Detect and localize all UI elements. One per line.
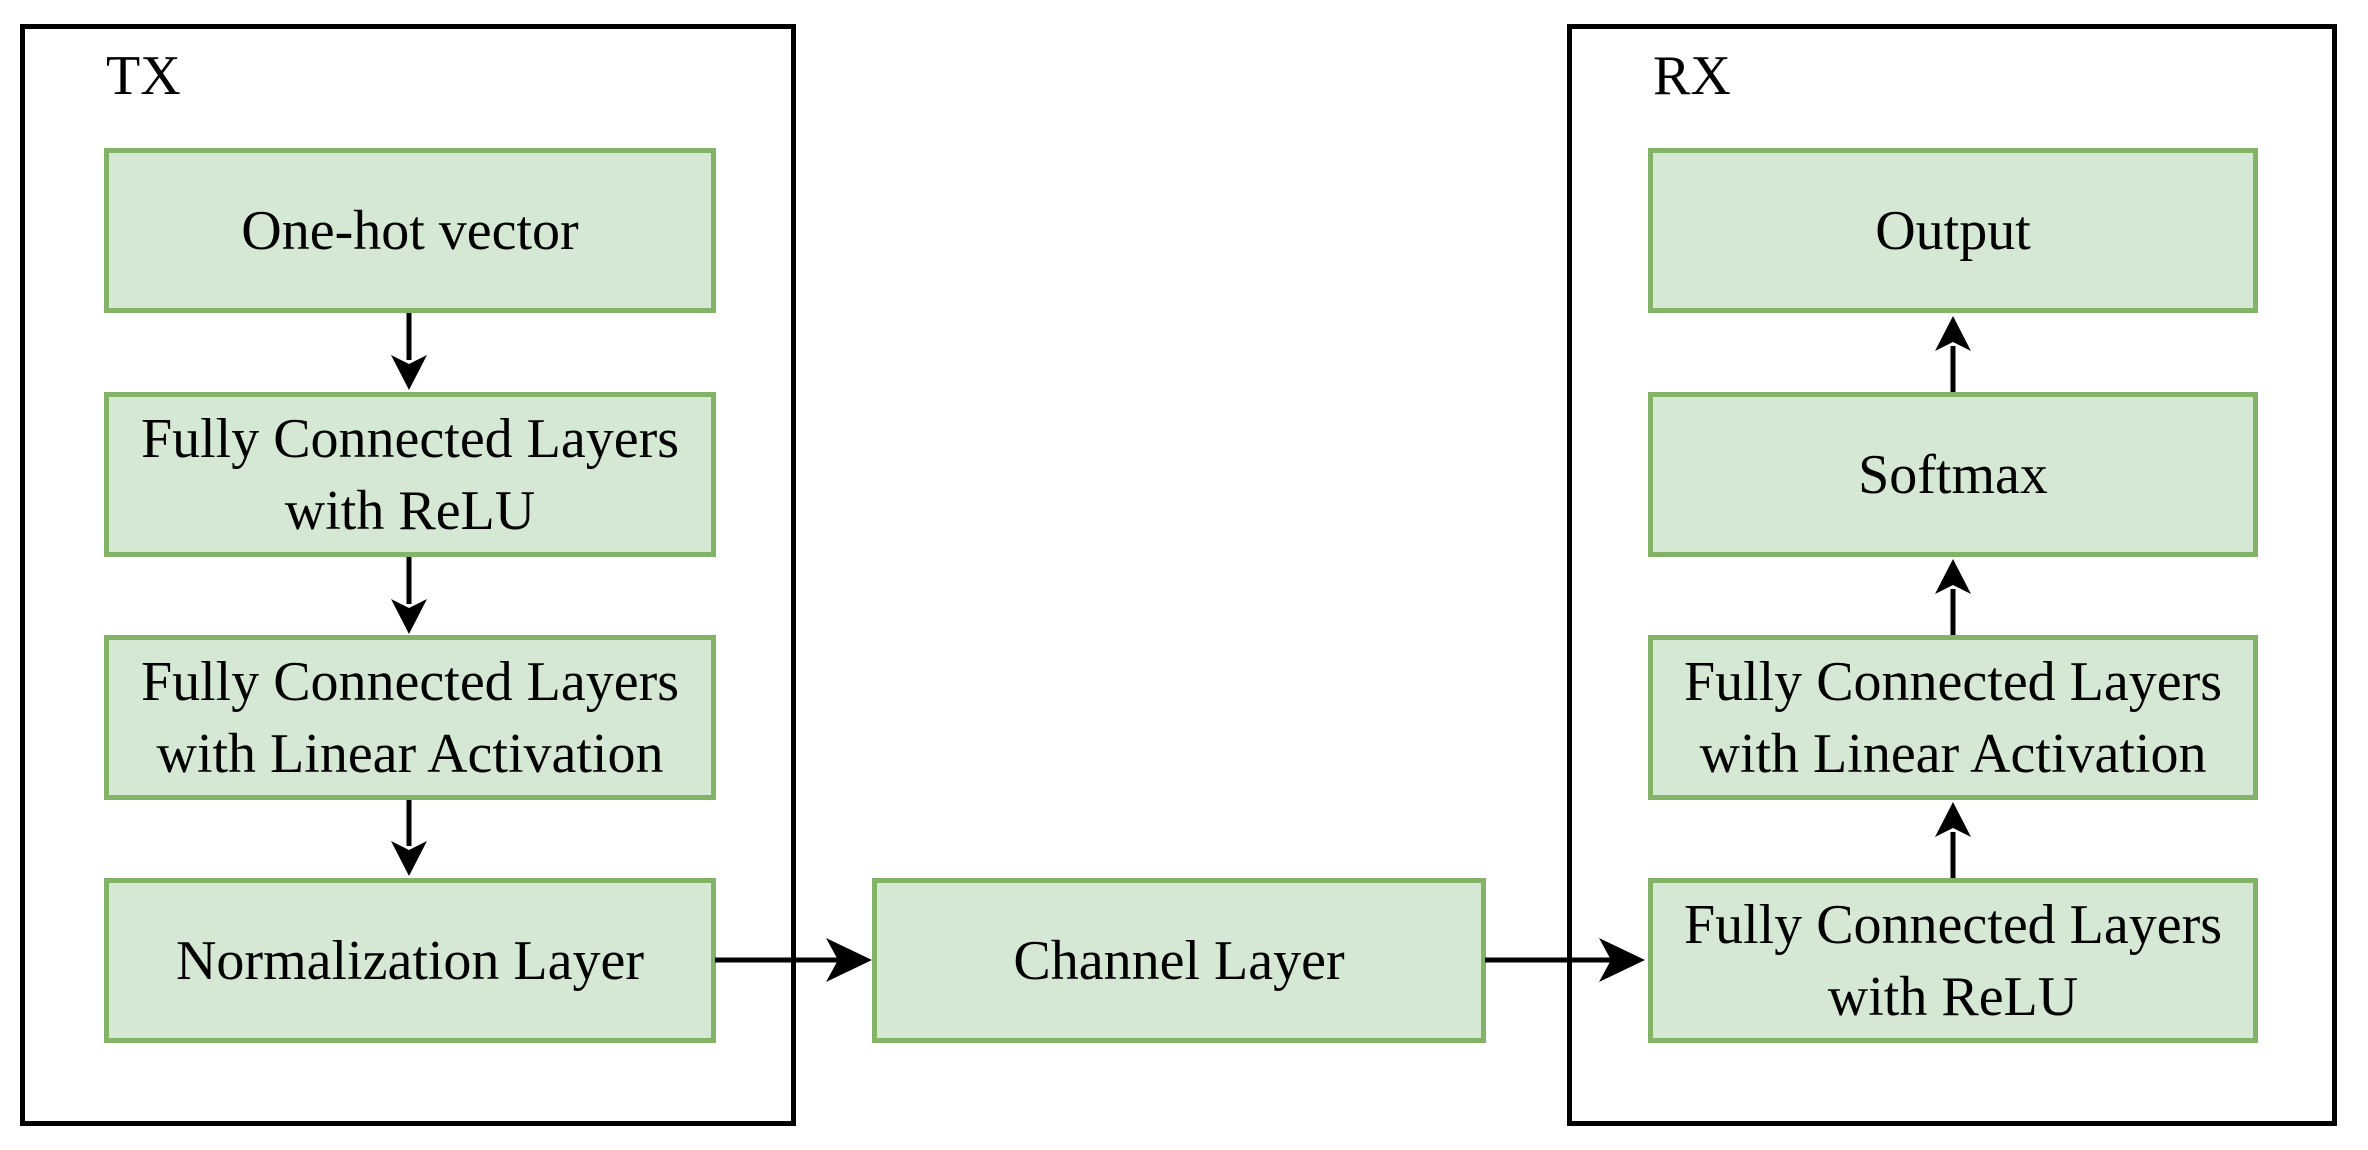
box-label: Normalization Layer bbox=[175, 929, 644, 992]
tx-container bbox=[20, 24, 796, 1126]
box-channel-layer: Channel Layer bbox=[872, 878, 1486, 1043]
box-label: Softmax bbox=[1858, 443, 2048, 506]
box-label-line1: Fully Connected Layers bbox=[140, 650, 680, 713]
box-label-line2: with Linear Activation bbox=[156, 722, 664, 785]
box-rx-fc-relu: Fully Connected Layers with ReLU bbox=[1648, 878, 2258, 1043]
box-tx-fc-relu: Fully Connected Layers with ReLU bbox=[104, 392, 716, 557]
box-output: Output bbox=[1648, 148, 2258, 313]
rx-container bbox=[1567, 24, 2337, 1126]
box-label-line2: with ReLU bbox=[284, 479, 536, 542]
box-tx-fc-linear: Fully Connected Layers with Linear Activ… bbox=[104, 635, 716, 800]
box-label-line1: Fully Connected Layers bbox=[1683, 893, 2223, 956]
box-normalization-layer: Normalization Layer bbox=[104, 878, 716, 1043]
box-label: Channel Layer bbox=[1013, 929, 1345, 992]
box-label-line2: with Linear Activation bbox=[1699, 722, 2207, 785]
tx-label: TX bbox=[106, 45, 181, 107]
box-softmax: Softmax bbox=[1648, 392, 2258, 557]
box-label: One-hot vector bbox=[241, 199, 579, 262]
box-label: Output bbox=[1875, 199, 2031, 262]
box-one-hot-vector: One-hot vector bbox=[104, 148, 716, 313]
box-label-line1: Fully Connected Layers bbox=[1683, 650, 2223, 713]
box-label-line1: Fully Connected Layers bbox=[140, 407, 680, 470]
box-label-line2: with ReLU bbox=[1827, 965, 2079, 1028]
rx-label: RX bbox=[1653, 45, 1731, 107]
box-rx-fc-linear: Fully Connected Layers with Linear Activ… bbox=[1648, 635, 2258, 800]
